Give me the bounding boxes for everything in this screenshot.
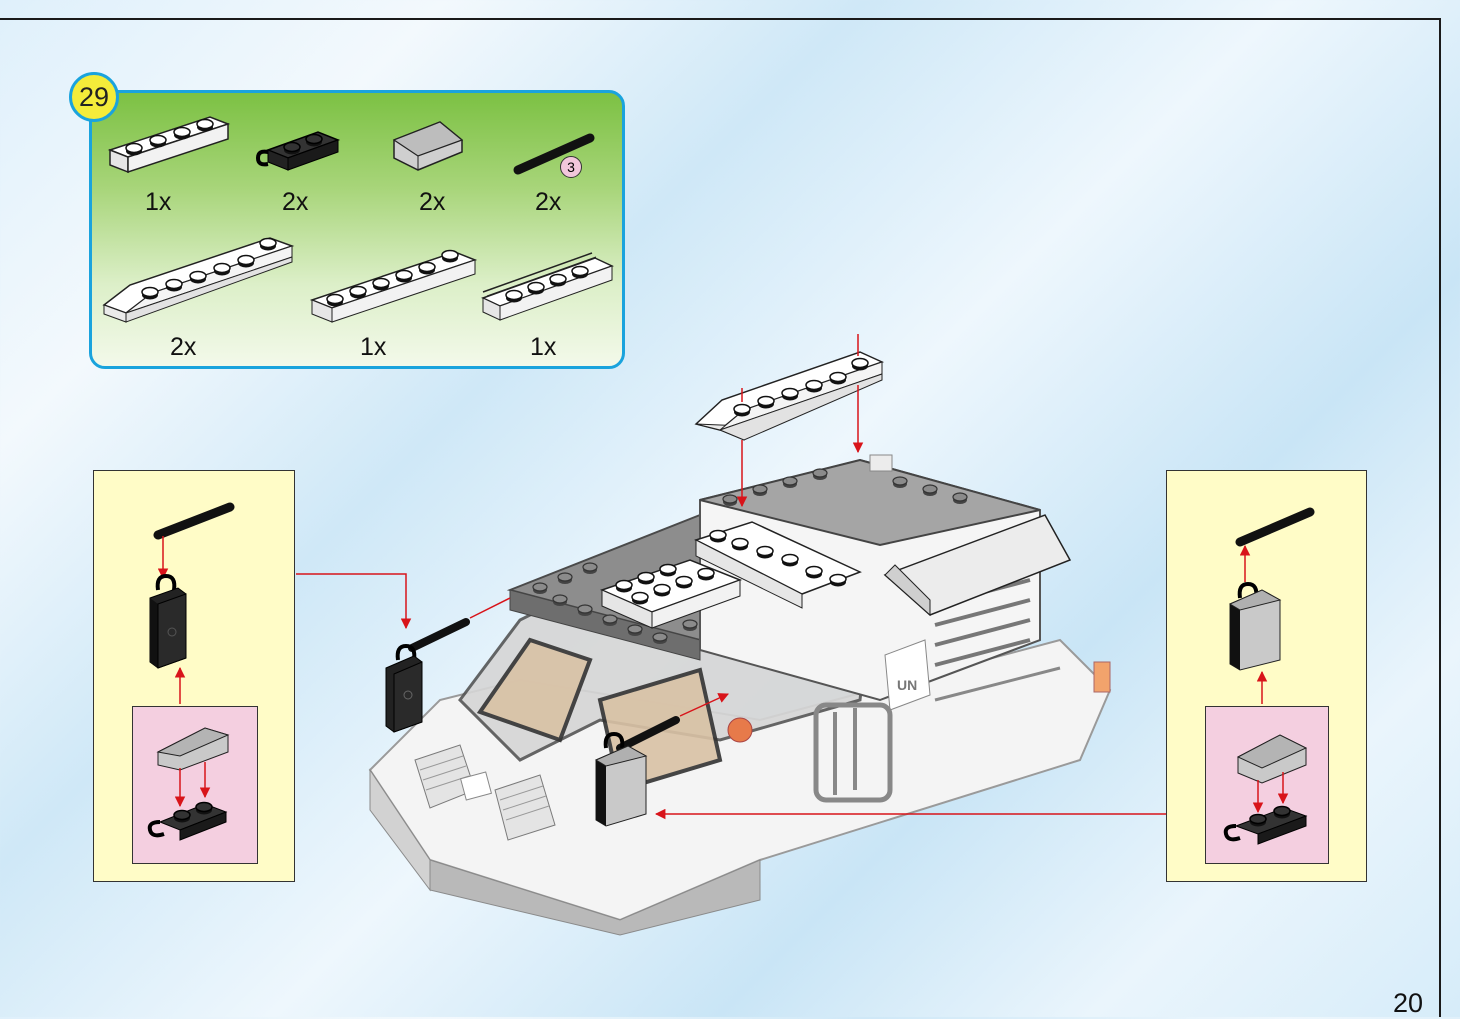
step-number-badge: 29 [69, 72, 119, 122]
vehicle-model: UN [368, 454, 1112, 936]
part-white-plate-rail-icon [481, 252, 614, 321]
model-left-clip-bar-assembly [385, 618, 470, 733]
page-number: 20 [1392, 988, 1423, 1018]
callout-left-bar-icon [153, 502, 235, 580]
part-qty-white-plate-1x6: 1x [360, 333, 387, 361]
svg-text:UN: UN [897, 677, 917, 693]
hood-grille [414, 744, 556, 841]
callout-left-black-plate-icon [147, 801, 228, 841]
callout-right-black-plate-icon [1223, 805, 1308, 845]
part-white-wedge-plate-icon [102, 237, 295, 323]
part-qty-white-plate-1x4: 1x [145, 188, 172, 216]
bar-length-label: 3 [560, 156, 582, 178]
part-gray-slope-icon [392, 121, 464, 171]
part-qty-black-bar: 2x [535, 188, 562, 216]
part-qty-gray-slope: 2x [419, 188, 446, 216]
part-qty-white-wedge-plate: 2x [170, 333, 197, 361]
roof-white-plate-2x6 [694, 521, 862, 609]
un-decal: UN [884, 639, 931, 711]
floating-wedge-plate [694, 351, 885, 441]
page-frame: 20 [0, 18, 1441, 1018]
part-black-plate-clip-icon [255, 131, 341, 171]
part-qty-white-plate-rail: 1x [530, 333, 557, 361]
callout-left-clip-plate-icon [149, 573, 187, 669]
part-qty-black-plate-clip: 2x [282, 188, 309, 216]
callout-right-slope-icon [1236, 734, 1308, 814]
part-black-bar-icon [513, 133, 595, 175]
callout-left-subpanel [132, 706, 258, 864]
part-white-plate-1x6-icon [309, 249, 478, 323]
model-right-slope-bar-assembly [594, 716, 680, 827]
part-white-plate-1x4-icon [107, 116, 231, 174]
callout-right-slope-assembly-icon [1228, 581, 1282, 671]
callout-right-bar-icon [1235, 507, 1315, 582]
roof-white-plate-2x4 [599, 559, 743, 629]
callout-left-slope-icon [156, 727, 230, 808]
rear-door [813, 702, 893, 803]
